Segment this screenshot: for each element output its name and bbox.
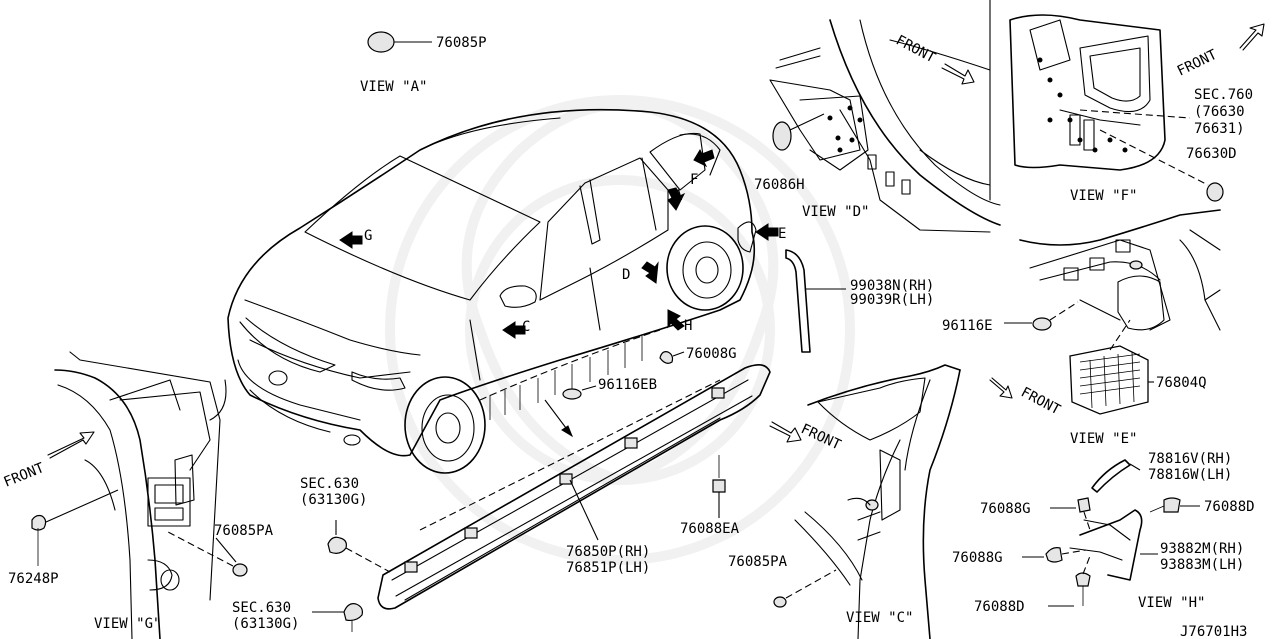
label-96116E: 96116E xyxy=(942,318,993,334)
label-76008G: 76008G xyxy=(686,346,737,362)
label-view-c: VIEW "C" xyxy=(846,610,913,626)
label-78816W: 78816W(LH) xyxy=(1148,467,1232,483)
label-76088G-top: 76088G xyxy=(980,501,1031,517)
label-view-f: VIEW "F" xyxy=(1070,188,1137,204)
label-view-a: VIEW "A" xyxy=(360,79,427,95)
label-sec630-a: SEC.630 xyxy=(300,476,359,492)
label-76088G-lower: 76088G xyxy=(952,550,1003,566)
callout-d: D xyxy=(622,267,630,283)
label-front-g: FRONT xyxy=(2,460,48,491)
view-h-illustration xyxy=(1022,459,1200,607)
label-76085P: 76085P xyxy=(436,35,487,51)
label-sec630-b: SEC.630 xyxy=(232,600,291,616)
callout-e: E xyxy=(778,226,786,242)
watermark-emblem xyxy=(385,95,855,565)
diagram-id: J76701H3 xyxy=(1180,624,1247,639)
view-g-illustration xyxy=(31,351,248,639)
callout-a: A xyxy=(674,188,683,204)
callout-f: F xyxy=(690,172,698,188)
label-76085PA-g: 76085PA xyxy=(214,523,274,539)
view-d-illustration xyxy=(769,0,1001,233)
label-front-f: FRONT xyxy=(1175,46,1220,79)
view-e-illustration xyxy=(989,209,1221,415)
label-78816V: 78816V(RH) xyxy=(1148,451,1232,467)
label-76088EA: 76088EA xyxy=(680,521,740,537)
label-76850P: 76850P(RH) xyxy=(566,544,650,560)
label-76631: 76631) xyxy=(1194,121,1245,137)
label-76085PA-c: 76085PA xyxy=(728,554,788,570)
label-76088D-lower: 76088D xyxy=(974,599,1025,615)
label-93883M: 93883M(LH) xyxy=(1160,557,1244,573)
part-labels: 76085P VIEW "A" 76086H VIEW "D" FRONT FR… xyxy=(2,32,1255,639)
callout-c: C xyxy=(522,319,530,335)
label-99038N: 99038N(RH) xyxy=(850,278,934,294)
view-f-illustration xyxy=(1009,14,1265,202)
label-76804Q: 76804Q xyxy=(1156,375,1207,391)
label-99039R: 99039R(LH) xyxy=(850,292,934,308)
vehicle-body-illustration xyxy=(227,108,757,474)
sill-molding-part xyxy=(312,351,837,632)
label-front-d: FRONT xyxy=(893,32,938,66)
label-63130G-b: (63130G) xyxy=(232,616,299,632)
label-76851P: 76851P(LH) xyxy=(566,560,650,576)
part-76085P-plug xyxy=(367,31,432,53)
label-93882M: 93882M(RH) xyxy=(1160,541,1244,557)
label-view-h: VIEW "H" xyxy=(1138,595,1205,611)
label-76248P: 76248P xyxy=(8,571,59,587)
label-96116EB: 96116EB xyxy=(598,377,657,393)
label-view-d: VIEW "D" xyxy=(802,204,869,220)
label-76630D: 76630D xyxy=(1186,146,1237,162)
label-sec760: SEC.760 xyxy=(1194,87,1253,103)
callout-g: G xyxy=(364,228,372,244)
callout-h: H xyxy=(684,318,692,334)
part-99038N-strip xyxy=(785,249,846,353)
label-76630: (76630 xyxy=(1194,104,1245,120)
view-c-illustration xyxy=(769,364,961,639)
label-front-e: FRONT xyxy=(1018,384,1063,418)
label-view-g: VIEW "G" xyxy=(94,616,161,632)
view-callout-arrows xyxy=(339,148,779,339)
label-76088D-top: 76088D xyxy=(1204,499,1255,515)
label-76086H: 76086H xyxy=(754,177,805,193)
label-63130G-a: (63130G) xyxy=(300,492,367,508)
label-view-e: VIEW "E" xyxy=(1070,431,1137,447)
